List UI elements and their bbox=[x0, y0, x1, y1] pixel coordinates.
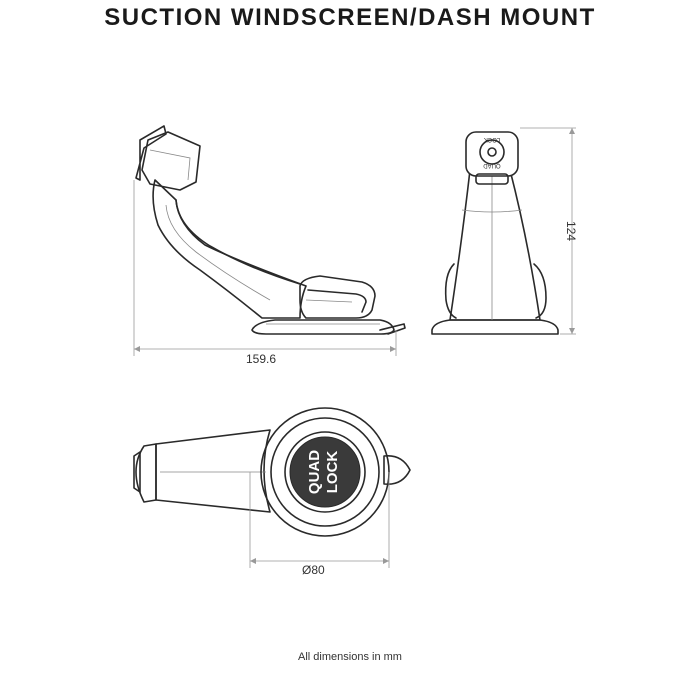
svg-text:LOCK: LOCK bbox=[324, 451, 341, 494]
svg-text:LOCK: LOCK bbox=[484, 136, 500, 142]
front-view-suction-base bbox=[431, 319, 559, 335]
side-view-head bbox=[141, 131, 201, 191]
quad-lock-logo: QUAD LOCK bbox=[306, 450, 341, 494]
side-view-arm bbox=[152, 179, 307, 319]
height-dimension-label: 124 bbox=[564, 220, 579, 242]
side-view-lock-housing bbox=[299, 275, 376, 319]
top-view-arm bbox=[155, 429, 271, 513]
height-dimension bbox=[520, 127, 576, 335]
svg-text:QUAD: QUAD bbox=[306, 450, 323, 494]
side-view-suction-base bbox=[251, 319, 395, 335]
svg-text:QUAD: QUAD bbox=[483, 162, 501, 168]
side-view bbox=[135, 125, 406, 335]
front-view-body bbox=[449, 169, 541, 321]
top-view-tab bbox=[383, 454, 411, 486]
width-dimension bbox=[133, 180, 397, 356]
width-dimension-label: 159.6 bbox=[246, 352, 277, 366]
top-view-logo-disc bbox=[289, 436, 361, 508]
units-note: All dimensions in mm bbox=[298, 651, 402, 663]
front-view-lock-head bbox=[465, 131, 519, 177]
diameter-dimension-label: Ø80 bbox=[302, 563, 325, 577]
front-view: LOCK QUAD bbox=[431, 131, 559, 335]
top-view: QUAD LOCK bbox=[133, 407, 411, 537]
page-title: SUCTION WINDSCREEN/DASH MOUNT bbox=[104, 4, 596, 31]
diameter-dimension bbox=[249, 472, 390, 568]
